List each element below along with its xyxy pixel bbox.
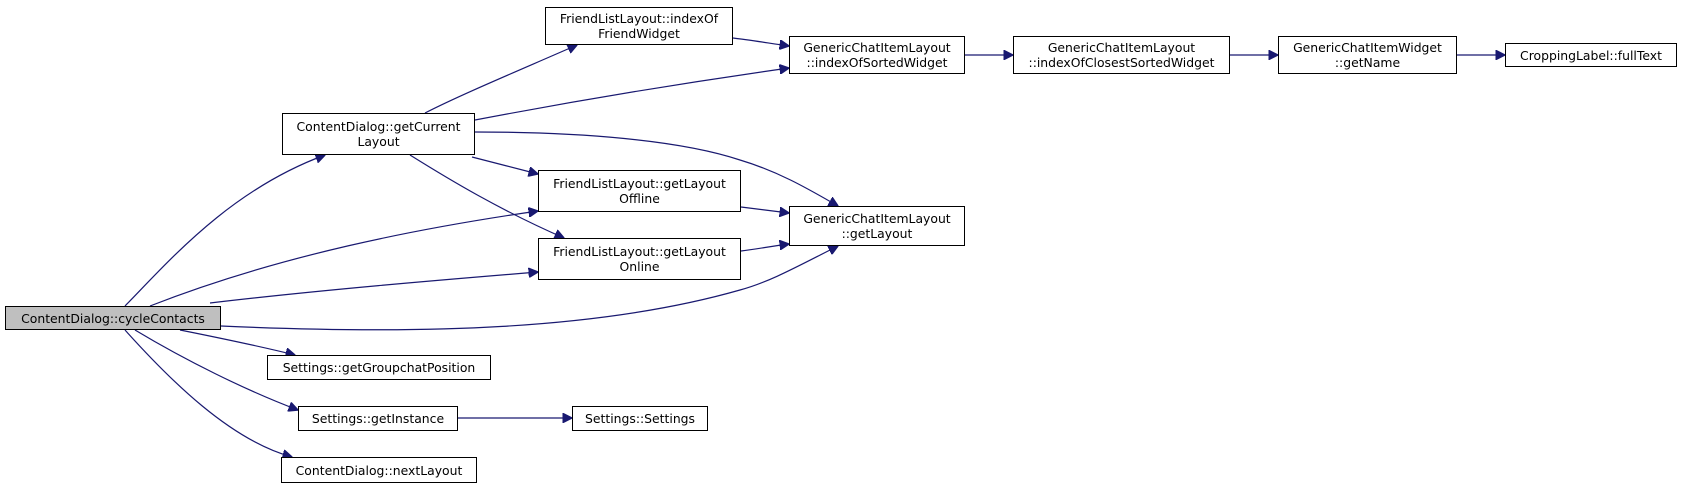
node-label-line: FriendListLayout::indexOf bbox=[559, 11, 719, 26]
node-label-line: GenericChatItemWidget bbox=[1293, 40, 1442, 55]
node-label-line: ::getName bbox=[1334, 55, 1401, 70]
edge-cycleContacts-to-nextLayout bbox=[124, 329, 292, 457]
edge-cycleContacts-to-getGroupchatPosition bbox=[179, 329, 295, 355]
node-label-line: Settings::getInstance bbox=[311, 411, 445, 426]
edge-cycleContacts-to-getInstance bbox=[134, 329, 298, 410]
node-fullText[interactable]: CroppingLabel::fullText bbox=[1505, 43, 1677, 67]
node-label-line: ContentDialog::cycleContacts bbox=[21, 310, 205, 326]
edge-cycleContacts-to-getLayoutOffline bbox=[149, 211, 538, 307]
node-getName[interactable]: GenericChatItemWidget::getName bbox=[1278, 36, 1457, 74]
node-label-line: ::getLayout bbox=[841, 226, 913, 241]
node-label-line: FriendListLayout::getLayout bbox=[553, 176, 726, 191]
node-label-line: FriendListLayout::getLayout bbox=[553, 244, 726, 259]
edge-cycleContacts-to-getLayout bbox=[220, 246, 838, 331]
node-label-line: GenericChatItemLayout bbox=[1047, 40, 1196, 55]
node-label-line: Settings::Settings bbox=[585, 411, 695, 426]
node-getInstance[interactable]: Settings::getInstance bbox=[298, 406, 458, 431]
node-label-line: ContentDialog::getCurrent bbox=[296, 119, 461, 134]
edge-cycleContacts-to-getLayoutOnline bbox=[209, 272, 538, 304]
node-getLayout[interactable]: GenericChatItemLayout::getLayout bbox=[789, 206, 965, 246]
node-label-line: Layout bbox=[357, 134, 400, 149]
node-indexOfSortedWidget[interactable]: GenericChatItemLayout::indexOfSortedWidg… bbox=[789, 36, 965, 74]
edge-getCurrentLayout-to-indexOfFriendWidget bbox=[424, 45, 577, 114]
edge-getCurrentLayout-to-indexOfSortedWidget bbox=[474, 68, 789, 121]
node-settingsCtor[interactable]: Settings::Settings bbox=[572, 406, 708, 431]
edge-getLayoutOnline-to-getLayout bbox=[740, 244, 789, 252]
edge-getCurrentLayout-to-getLayoutOnline bbox=[409, 154, 564, 238]
edge-getCurrentLayout-to-getLayoutOffline bbox=[471, 156, 538, 174]
node-label-line: Offline bbox=[619, 191, 660, 206]
node-label-line: FriendWidget bbox=[598, 26, 680, 41]
node-indexOfClosestSortedWidget[interactable]: GenericChatItemLayout::indexOfClosestSor… bbox=[1013, 36, 1230, 74]
node-label-line: CroppingLabel::fullText bbox=[1520, 47, 1662, 63]
node-label-line: Online bbox=[619, 259, 660, 274]
node-cycleContacts: ContentDialog::cycleContacts bbox=[5, 306, 221, 330]
node-label-line: GenericChatItemLayout bbox=[803, 40, 951, 55]
node-getGroupchatPosition[interactable]: Settings::getGroupchatPosition bbox=[267, 355, 491, 380]
node-label-line: Settings::getGroupchatPosition bbox=[282, 360, 476, 375]
node-label-line: ::indexOfSortedWidget bbox=[806, 55, 948, 70]
node-label-line: GenericChatItemLayout bbox=[803, 211, 951, 226]
node-label-line: ::indexOfClosestSortedWidget bbox=[1028, 55, 1215, 70]
edge-indexOfFriendWidget-to-indexOfSortedWidget bbox=[732, 37, 789, 46]
edge-getLayoutOffline-to-getLayout bbox=[740, 206, 789, 213]
edge-getCurrentLayout-to-getLayout bbox=[474, 131, 838, 206]
edge-cycleContacts-to-getCurrentLayout bbox=[124, 155, 325, 307]
node-label-line: ContentDialog::nextLayout bbox=[295, 462, 463, 478]
node-nextLayout[interactable]: ContentDialog::nextLayout bbox=[281, 457, 477, 483]
